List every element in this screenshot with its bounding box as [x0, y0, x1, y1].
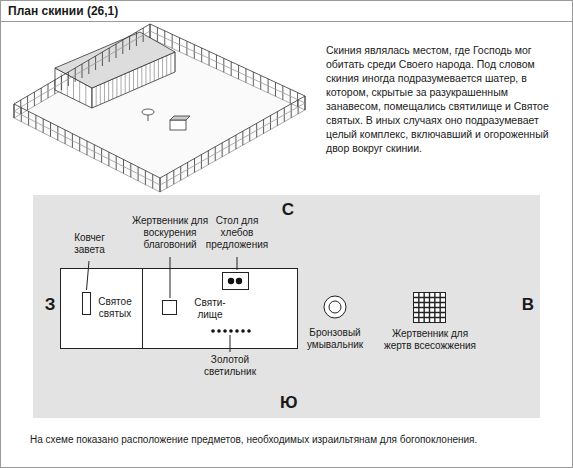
holy-place: Святи- лище: [142, 268, 298, 349]
court-ground: [14, 38, 305, 192]
lamp-dot: [229, 329, 233, 333]
incense-altar-symbol: [163, 301, 177, 315]
tent-hatch: [112, 79, 113, 99]
compass-letter: З: [42, 295, 58, 315]
lampstand-label: Золотой светильник: [192, 354, 268, 378]
table-label: Стол для хлебов предложения: [201, 215, 273, 251]
title-rule: [0, 21, 573, 22]
description-text: Скиния являлась местом, где Господь мог …: [326, 43, 562, 155]
room-label: Святи- лище: [189, 297, 231, 321]
room-label: Святое святых: [91, 296, 139, 320]
leader-line: [170, 257, 171, 298]
tent-hatch: [145, 65, 146, 85]
fence-rail: [160, 96, 305, 178]
compass-letter: С: [280, 200, 296, 220]
tent-hatch: [129, 72, 130, 92]
sketch-altar: [170, 120, 186, 130]
tent-hatch: [92, 88, 93, 108]
title: План скинии (26,1): [8, 4, 118, 18]
fence-rail: [14, 104, 160, 178]
tent-hatch: [175, 52, 176, 72]
sketch-altar-top: [170, 116, 190, 120]
tent-hatch: [85, 85, 86, 105]
tent-hatch: [108, 81, 109, 101]
fence-curtain: [150, 31, 305, 103]
laver-inner: [329, 301, 341, 313]
caption: На схеме показано расположение предметов…: [30, 434, 560, 446]
sketch-laver-stand: [148, 115, 149, 121]
tent-hatch: [137, 68, 138, 88]
fence-curtain: [14, 31, 150, 111]
lamp-dot: [247, 329, 251, 333]
lamp-dot: [223, 329, 227, 333]
tent-hatch: [150, 63, 151, 83]
fence-curtain: [14, 111, 160, 185]
lamp-dot: [217, 329, 221, 333]
tent-hatch: [104, 83, 105, 103]
laver-outer: [324, 296, 346, 318]
bread-dot: [236, 278, 242, 284]
tent-hatch: [125, 74, 126, 94]
incense-altar-label: Жертвенник для воскурения благовоний: [128, 215, 212, 251]
fence-posts: [14, 24, 305, 192]
sketch-laver: [142, 109, 154, 115]
court-area: С З В Ю Святое святых Святи- лище: [33, 195, 540, 418]
tent-hatch: [96, 86, 97, 106]
ark-label: Ковчег завета: [62, 232, 117, 256]
altar-symbol: [414, 293, 446, 323]
lamp-dot: [241, 329, 245, 333]
tent-hatch: [158, 59, 159, 79]
table-symbol: [223, 273, 249, 290]
tent-hatch: [162, 57, 163, 77]
compass-letter: В: [520, 295, 536, 315]
fence-rail: [14, 24, 150, 104]
tent-hatch: [73, 79, 74, 99]
lamp-dot: [235, 329, 239, 333]
tabernacle-outline: [61, 269, 298, 349]
tent-hatch: [133, 70, 134, 90]
fence-curtain: [160, 103, 305, 185]
fence-rail: [150, 24, 305, 96]
tent-hatch: [170, 54, 171, 74]
tent-hatching: [61, 52, 175, 108]
tent-hatch: [141, 66, 142, 86]
bread-dot: [228, 278, 234, 284]
tent-hatch: [154, 61, 155, 81]
lamp-dot: [211, 329, 215, 333]
tabernacle-sketch: [14, 24, 305, 192]
tent-hatch: [79, 82, 80, 102]
altar-label: Жертвенник для жертв всесожжения: [383, 328, 477, 352]
holy-of-holies: Святое святых: [60, 268, 143, 349]
leader-line: [87, 261, 90, 290]
ark-symbol: [83, 293, 91, 315]
tent-hatch: [166, 56, 167, 76]
leader-line: [230, 335, 231, 352]
compass-letter: Ю: [280, 393, 296, 413]
tent-hatch: [100, 84, 101, 104]
laver-label: Бронзовый умывальник: [293, 327, 377, 351]
tent-hatch: [121, 75, 122, 95]
altar-grid: [414, 317, 446, 318]
tent-hatch: [116, 77, 117, 97]
